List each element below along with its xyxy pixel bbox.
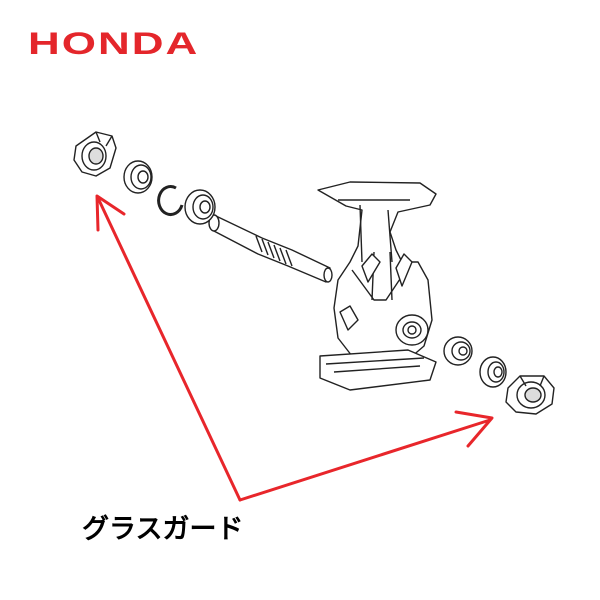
callout-arrows: [95, 194, 494, 502]
arrow-line-right: [238, 418, 492, 502]
arrow-head-right: [454, 410, 494, 448]
honda-logo: HONDA: [28, 25, 200, 62]
arrow-line-left: [96, 196, 242, 502]
arrow-head-left: [95, 194, 126, 232]
grass-guard-drawing: [73, 131, 117, 177]
drive-shaft-drawing: [208, 214, 333, 283]
ball-bearing-drawing: [479, 356, 507, 388]
ball-bearing-drawing: [184, 189, 216, 225]
gearbox-housing-drawing: [317, 181, 437, 391]
grass-guard-drawing: [505, 375, 555, 415]
ball-bearing-drawing: [443, 336, 473, 366]
ball-bearing-drawing: [123, 160, 153, 194]
grass-guard-label: グラスガード: [82, 514, 244, 545]
snap-ring-drawing: [157, 185, 184, 216]
